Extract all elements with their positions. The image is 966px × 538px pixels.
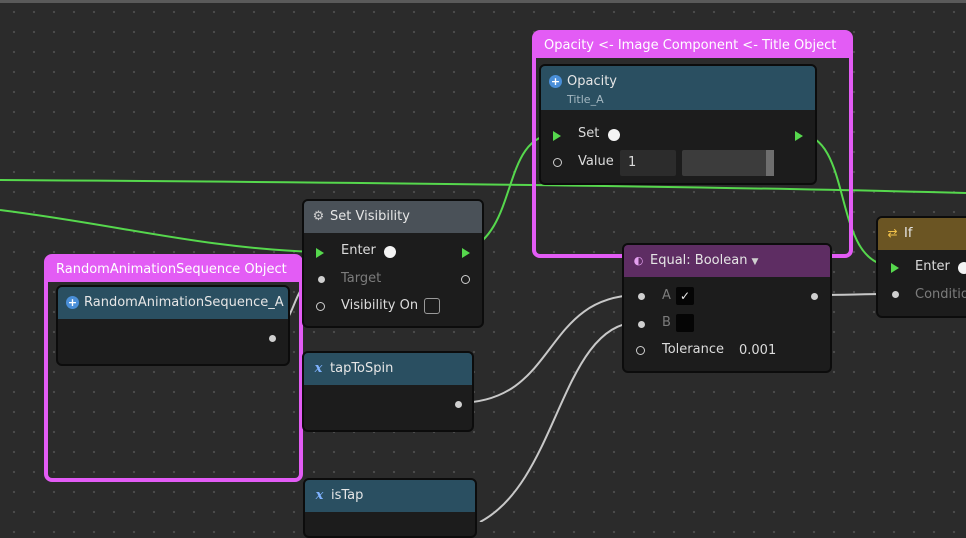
is-tap-node[interactable]: x isTap (303, 478, 477, 538)
random-sequence-group[interactable]: RandomAnimationSequence Object (44, 254, 303, 482)
set-visibility-enter-label: Enter (341, 243, 376, 258)
set-visibility-visibility-on-port[interactable] (316, 302, 325, 311)
opacity-slider-thumb[interactable] (766, 150, 774, 176)
if-node-title: If (904, 226, 913, 241)
set-visibility-visibility-on-label: Visibility On (341, 298, 419, 313)
equal-a-checkbox[interactable]: ✓ (676, 287, 694, 305)
equal-b-label: B (662, 315, 671, 330)
equal-boolean-node-header[interactable]: ◐ Equal: Boolean▼ (624, 245, 830, 277)
opacity-value-slider[interactable] (682, 150, 774, 176)
opacity-group-title: Opacity <- Image Component <- Title Obje… (536, 34, 849, 58)
gear-icon: ⚙ (312, 209, 325, 224)
if-enter-label: Enter (915, 259, 950, 274)
if-node[interactable]: ⇄ If Enter Conditio (876, 216, 966, 318)
if-node-header[interactable]: ⇄ If (878, 218, 966, 250)
plus-circle-icon: + (549, 75, 562, 88)
equal-tolerance-value[interactable]: 0.001 (739, 343, 777, 358)
random-sequence-node-header[interactable]: + RandomAnimationSequence_A (58, 287, 288, 319)
chevron-down-icon[interactable]: ▼ (751, 257, 759, 267)
set-visibility-node[interactable]: ⚙ Set Visibility Enter Target Visibility… (302, 199, 484, 328)
opacity-node-title: Opacity (567, 74, 618, 89)
opacity-flow-in-port[interactable] (553, 131, 561, 141)
tap-to-spin-node[interactable]: x tapToSpin (302, 351, 474, 432)
opacity-node-header[interactable]: + Opacity Title_A (541, 66, 815, 110)
opacity-node-subtitle: Title_A (567, 93, 604, 106)
equal-a-label: A (662, 288, 671, 303)
set-visibility-target-label: Target (341, 271, 382, 286)
flow-wire-background (0, 179, 966, 194)
variable-x-icon: x (315, 488, 324, 503)
equal-boolean-node-title: Equal: Boolean (650, 253, 748, 268)
visibility-on-checkbox[interactable] (424, 298, 440, 314)
variable-x-icon: x (314, 361, 323, 376)
opacity-node[interactable]: + Opacity Title_A Set Value 1 (539, 64, 817, 185)
data-wire-taptospin-to-a (456, 294, 641, 404)
opacity-flow-out-port[interactable] (795, 131, 803, 141)
tap-to-spin-node-title: tapToSpin (330, 361, 394, 376)
tap-to-spin-node-header[interactable]: x tapToSpin (304, 353, 472, 385)
random-sequence-out-port[interactable] (269, 335, 276, 342)
opacity-set-label: Set (578, 126, 600, 141)
set-visibility-node-title: Set Visibility (330, 209, 410, 224)
equal-tolerance-label: Tolerance (662, 342, 724, 357)
equal-a-port[interactable] (638, 293, 645, 300)
opacity-set-toggle[interactable] (608, 129, 620, 141)
set-visibility-flow-out-port[interactable] (462, 248, 470, 258)
set-visibility-node-header[interactable]: ⚙ Set Visibility (304, 201, 482, 233)
opacity-value-label: Value (578, 154, 614, 169)
equal-out-port[interactable] (811, 293, 818, 300)
canvas-top-border (0, 0, 966, 3)
if-condition-port[interactable] (892, 291, 899, 298)
equal-boolean-node[interactable]: ◐ Equal: Boolean▼ A ✓ B Tolerance 0.001 (622, 243, 832, 373)
toggle-icon: ◐ (633, 254, 644, 267)
equal-tolerance-port[interactable] (636, 346, 645, 355)
set-visibility-target-port[interactable] (318, 276, 325, 283)
opacity-value-port[interactable] (553, 158, 562, 167)
opacity-value-field[interactable]: 1 (620, 150, 676, 176)
if-enter-toggle[interactable] (958, 262, 966, 274)
flow-wire-to-set-visibility (0, 209, 317, 253)
if-flow-in-port[interactable] (891, 263, 899, 273)
if-condition-label: Conditio (915, 287, 966, 302)
branch-icon: ⇄ (887, 226, 898, 240)
set-visibility-target-out-port[interactable] (461, 275, 470, 284)
opacity-group[interactable]: Opacity <- Image Component <- Title Obje… (532, 30, 853, 258)
equal-b-port[interactable] (638, 321, 645, 328)
data-wire-istap-to-b (479, 321, 641, 522)
is-tap-node-header[interactable]: x isTap (305, 480, 475, 512)
plus-circle-icon: + (66, 296, 79, 309)
is-tap-node-title: isTap (331, 488, 364, 503)
set-visibility-enter-toggle[interactable] (384, 246, 396, 258)
equal-b-checkbox[interactable] (676, 314, 694, 332)
set-visibility-flow-in-port[interactable] (316, 248, 324, 258)
random-sequence-node[interactable]: + RandomAnimationSequence_A (56, 285, 290, 366)
random-sequence-group-title: RandomAnimationSequence Object (48, 258, 299, 282)
tap-to-spin-out-port[interactable] (455, 401, 462, 408)
random-sequence-node-title: RandomAnimationSequence_A (84, 295, 284, 310)
